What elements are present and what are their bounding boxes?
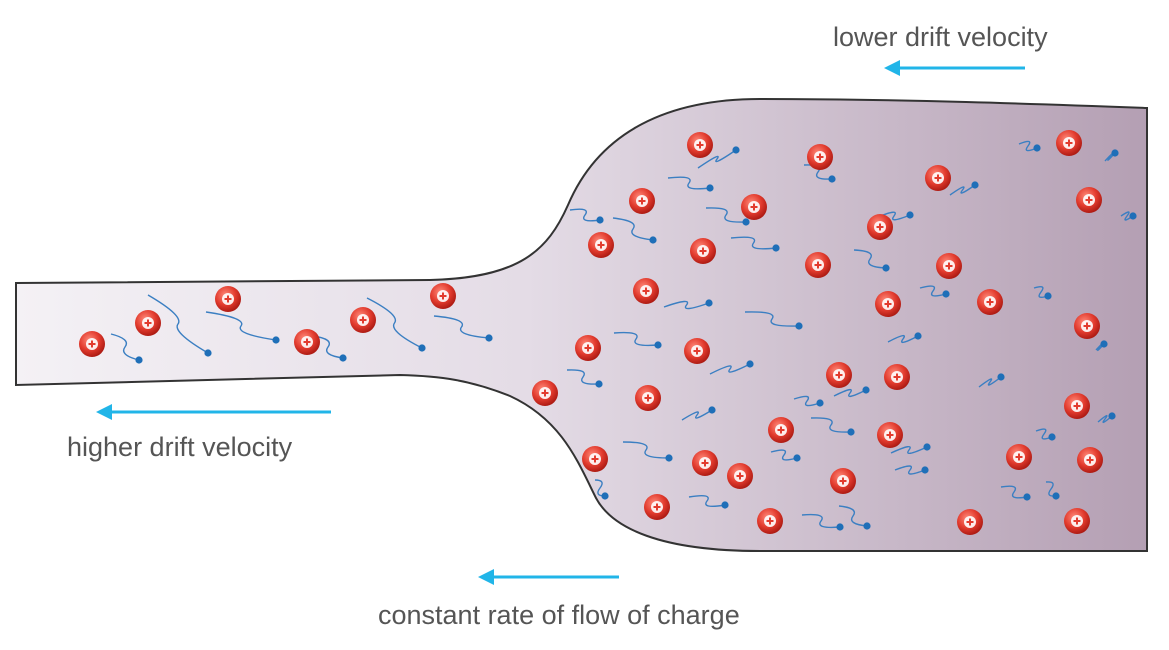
positive-ion-icon — [925, 165, 951, 191]
positive-ion-icon — [135, 310, 161, 336]
positive-ion-icon — [830, 468, 856, 494]
electron-icon — [667, 176, 714, 192]
electron-icon — [613, 331, 662, 349]
electron-icon — [810, 417, 855, 436]
positive-ion-icon — [79, 331, 105, 357]
electron-icon — [697, 146, 740, 169]
positive-ion-icon — [684, 338, 710, 364]
positive-ion-icon — [687, 132, 713, 158]
positive-ion-icon — [430, 283, 456, 309]
positive-ion-icon — [757, 508, 783, 534]
electron-icon — [1045, 481, 1060, 500]
electron-icon — [1000, 485, 1031, 501]
electron-icon — [312, 335, 347, 362]
electron-icon — [801, 513, 844, 531]
positive-ion-icon — [1064, 508, 1090, 534]
electron-icon — [1104, 149, 1119, 162]
positive-ion-icon — [1074, 313, 1100, 339]
electron-icon — [569, 208, 604, 224]
electron-icon — [1095, 340, 1108, 352]
positive-ion-icon — [1056, 130, 1082, 156]
electron-icon — [1097, 412, 1116, 424]
positive-ion-icon — [877, 422, 903, 448]
electron-icon — [890, 443, 931, 455]
positive-ion-icon — [692, 450, 718, 476]
positive-ion-icon — [977, 289, 1003, 315]
arrow-constant-flow-icon — [478, 569, 619, 585]
positive-ion-icon — [1077, 447, 1103, 473]
positive-ion-icon — [1006, 444, 1032, 470]
electron-icon — [894, 465, 929, 475]
positive-ion-icon — [875, 291, 901, 317]
positive-ion-icon — [826, 362, 852, 388]
electron-icon — [877, 211, 914, 221]
electron-icon — [433, 315, 493, 342]
positive-ion-icon — [936, 253, 962, 279]
electron-icon — [709, 360, 754, 375]
positive-ion-icon — [957, 509, 983, 535]
positive-ion-icon — [741, 194, 767, 220]
positive-ion-icon — [629, 188, 655, 214]
positive-ion-icon — [867, 214, 893, 240]
electron-icon — [688, 494, 729, 509]
electron-icon — [1033, 285, 1052, 300]
positive-ion-icon — [532, 380, 558, 406]
positive-ion-icon — [350, 307, 376, 333]
electron-group — [110, 140, 1137, 531]
positive-ion-icon — [644, 494, 670, 520]
positive-ion-group — [79, 130, 1103, 535]
electron-icon — [978, 373, 1005, 388]
electron-icon — [681, 406, 716, 421]
electron-icon — [1120, 211, 1137, 221]
electron-icon — [110, 333, 143, 364]
electron-icon — [594, 479, 609, 500]
positive-ion-icon — [690, 238, 716, 264]
positive-ion-icon — [588, 232, 614, 258]
positive-ion-icon — [635, 385, 661, 411]
positive-ion-icon — [215, 286, 241, 312]
electron-icon — [833, 386, 870, 398]
positive-ion-icon — [294, 329, 320, 355]
electron-icon — [1035, 428, 1056, 441]
higher-drift-velocity-label: higher drift velocity — [67, 432, 293, 462]
electron-icon — [205, 311, 280, 344]
arrow-higher-drift-icon — [96, 404, 331, 420]
positive-ion-icon — [633, 278, 659, 304]
positive-ion-icon — [768, 417, 794, 443]
constant-flow-label: constant rate of flow of charge — [378, 600, 740, 630]
positive-ion-icon — [884, 364, 910, 390]
lower-drift-velocity-label: lower drift velocity — [833, 22, 1048, 52]
electron-icon — [744, 311, 803, 330]
positive-ion-icon — [1064, 393, 1090, 419]
positive-ion-icon — [727, 463, 753, 489]
positive-ion-icon — [575, 335, 601, 361]
electron-icon — [793, 395, 824, 407]
electron-icon — [770, 449, 801, 462]
positive-ion-icon — [582, 446, 608, 472]
conductor-wire — [15, 97, 1148, 552]
electron-icon — [919, 285, 950, 298]
electron-icon — [366, 297, 426, 352]
positive-ion-icon — [805, 252, 831, 278]
electron-icon — [705, 207, 750, 226]
electron-icon — [838, 505, 871, 530]
arrow-lower-drift-icon — [884, 60, 1025, 76]
electron-icon — [622, 441, 673, 462]
electron-icon — [147, 294, 212, 357]
electron-icon — [730, 236, 780, 252]
electron-icon — [612, 217, 657, 244]
electron-icon — [1018, 140, 1041, 152]
positive-ion-icon — [1076, 187, 1102, 213]
electron-icon — [566, 369, 603, 388]
electron-icon — [887, 332, 922, 344]
electron-icon — [663, 299, 713, 310]
positive-ion-icon — [807, 144, 833, 170]
electron-icon — [949, 181, 979, 196]
electron-icon — [853, 249, 890, 272]
